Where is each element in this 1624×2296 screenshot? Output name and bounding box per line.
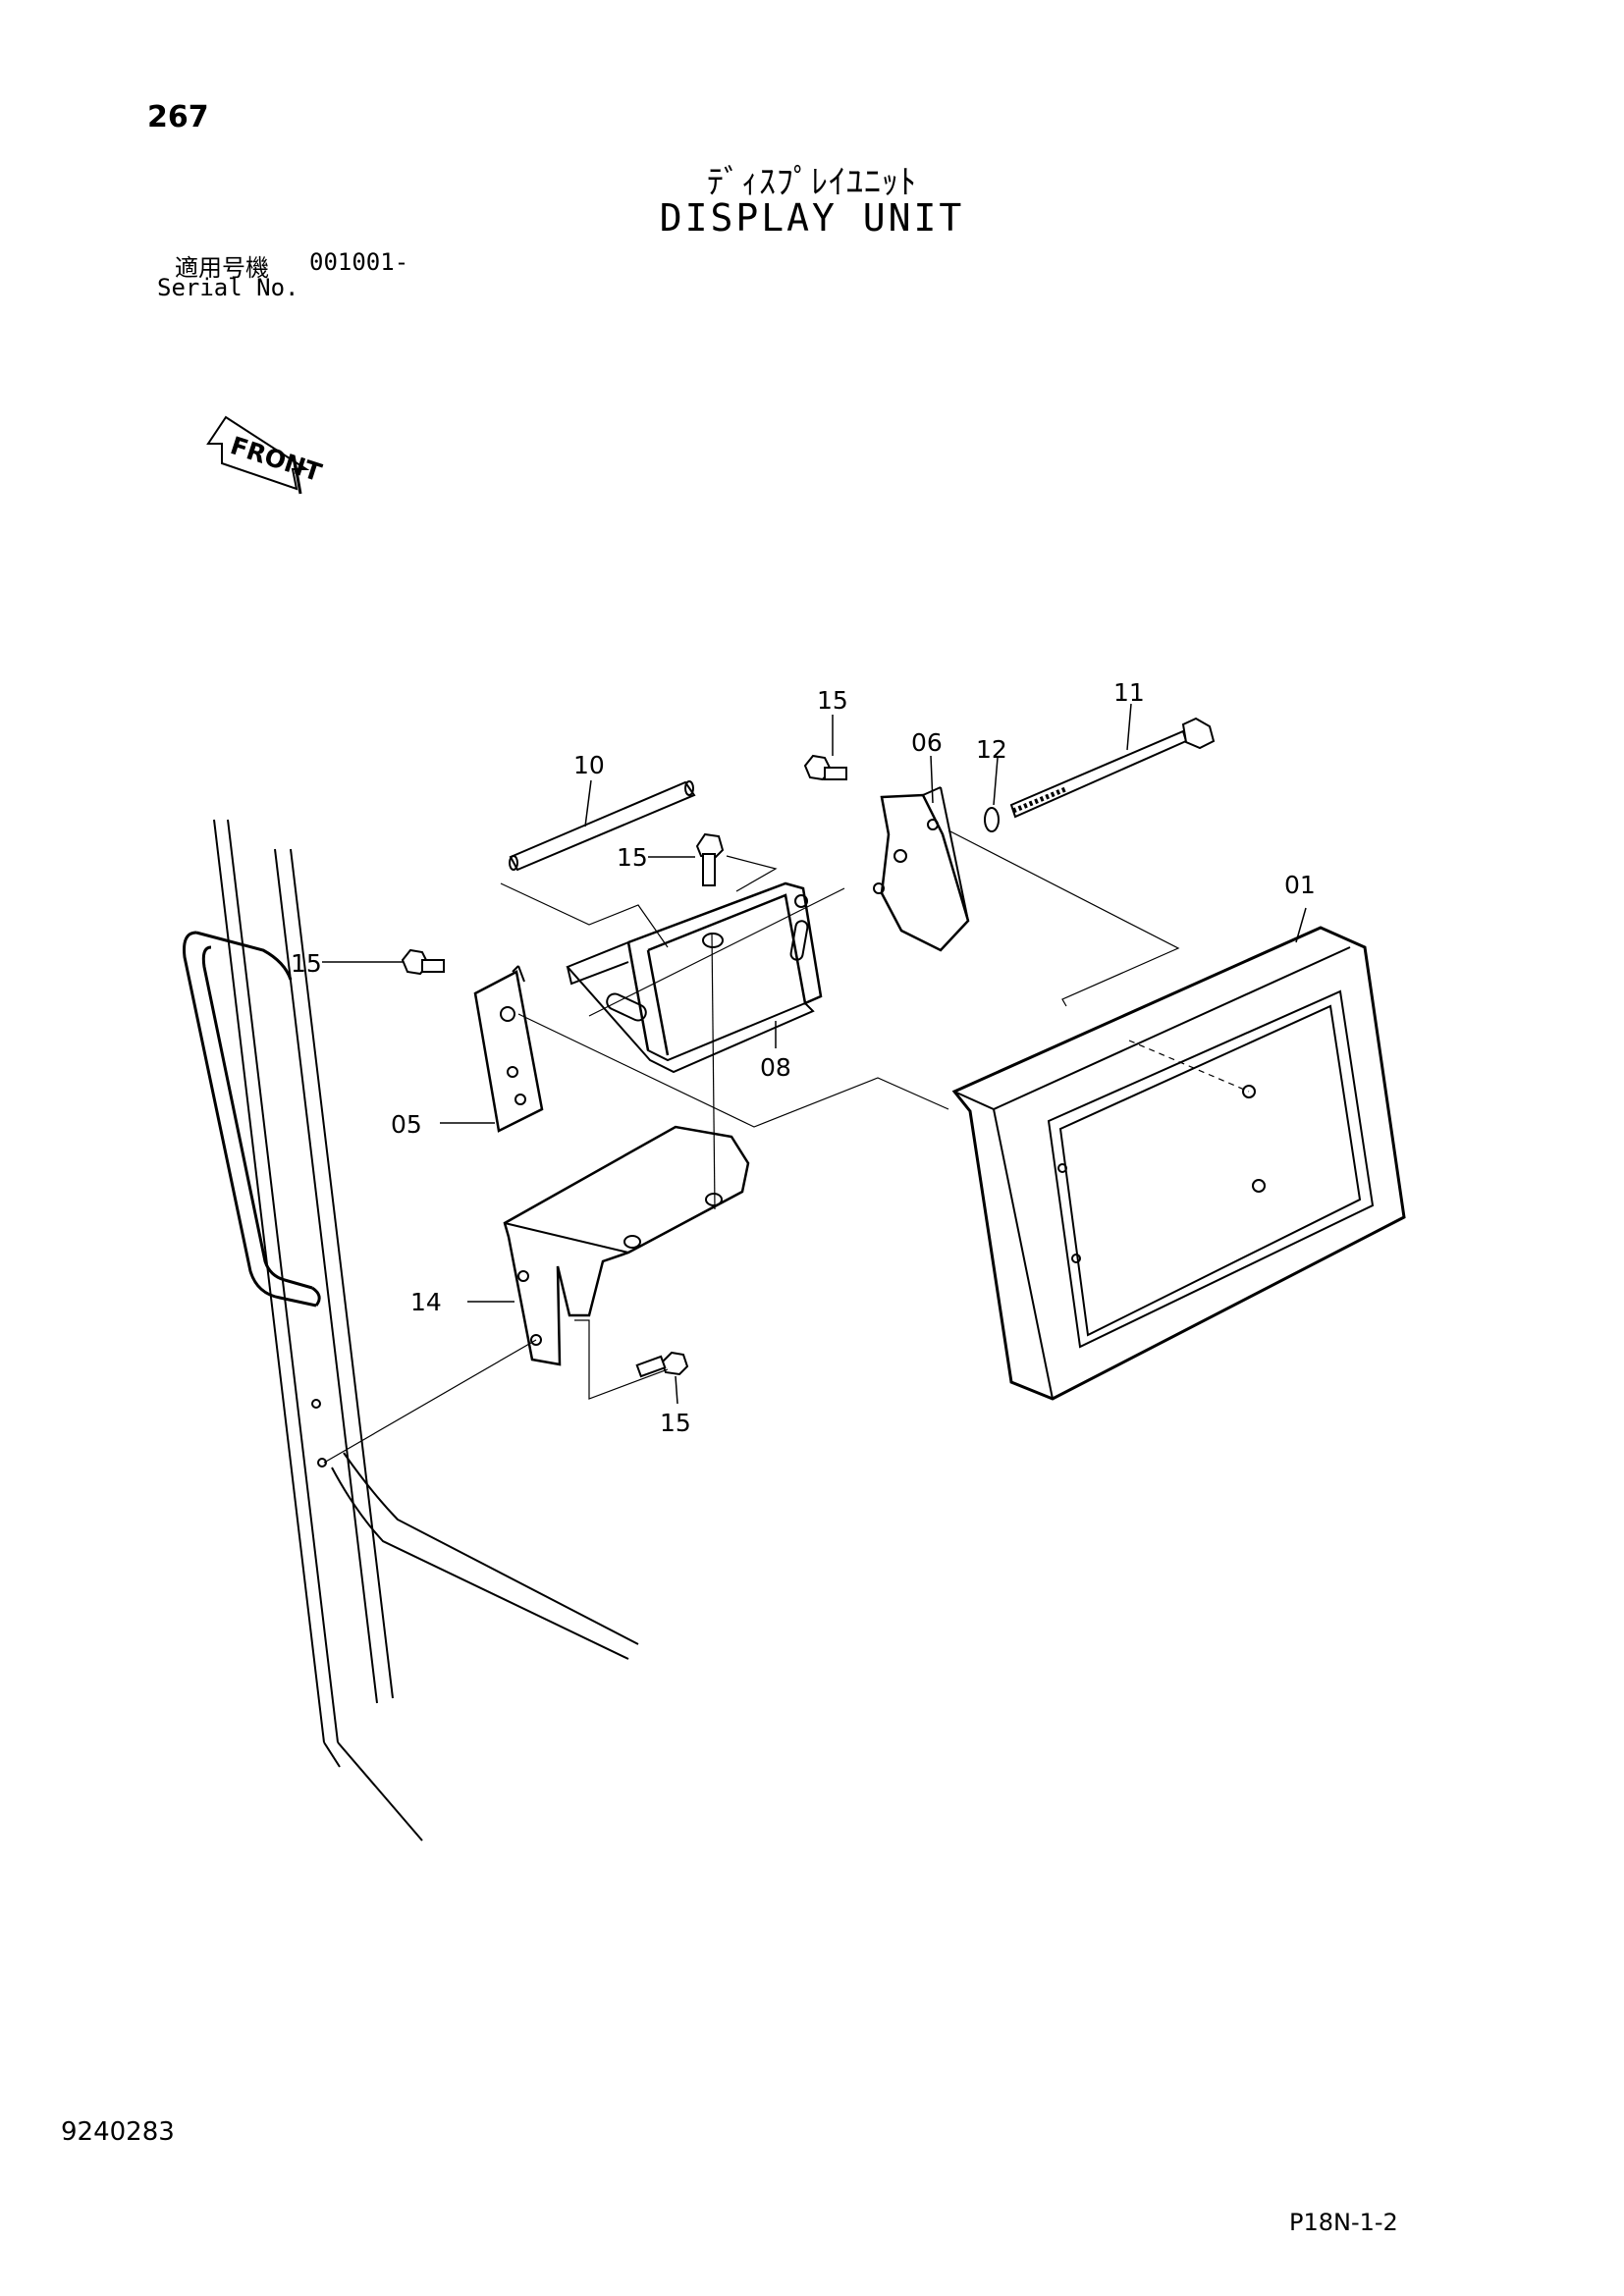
- callout-05: 05: [391, 1110, 422, 1139]
- pin-part-10: [509, 780, 696, 872]
- callout-15-b: 15: [617, 843, 648, 872]
- callout-14: 14: [410, 1288, 442, 1316]
- screw-part-15-c: [803, 754, 847, 781]
- front-arrow-icon: FRONT: [206, 415, 325, 495]
- document-number: 9240283: [61, 2117, 175, 2147]
- display-unit-part-01: [951, 926, 1406, 1401]
- page-number: 267: [147, 100, 209, 134]
- title-japanese: ﾃﾞｨｽﾌﾟﾚｲﾕﾆｯﾄ: [707, 163, 917, 202]
- callout-15-a: 15: [291, 949, 322, 978]
- assembly-guide-lines: [323, 829, 1250, 1464]
- callout-06: 06: [911, 728, 943, 757]
- bolt-part-11: [1009, 717, 1216, 819]
- serial-label-japanese: 適用号機: [175, 254, 269, 282]
- callout-11: 11: [1113, 678, 1145, 707]
- serial-value: 001001-: [309, 248, 409, 276]
- callout-15-c: 15: [817, 686, 848, 715]
- cab-pillar: [213, 819, 639, 1842]
- callout-10: 10: [573, 751, 605, 779]
- callout-12: 12: [976, 735, 1007, 764]
- bracket-part-08: [566, 881, 823, 1074]
- bracket-part-14: [503, 1125, 750, 1366]
- bracket-part-06: [873, 786, 970, 952]
- serial-label-english: Serial No.: [157, 274, 299, 301]
- screw-part-15-a: [401, 948, 445, 976]
- callout-08: 08: [760, 1053, 791, 1082]
- bracket-part-05: [473, 965, 544, 1133]
- handrail: [183, 931, 321, 1308]
- washer-part-12: [984, 807, 1000, 832]
- callout-leaders: [322, 703, 1307, 1405]
- screw-part-15-d: [635, 1351, 689, 1378]
- title-english: DISPLAY UNIT: [659, 196, 965, 240]
- callout-15-d: 15: [660, 1409, 691, 1437]
- screw-part-15-b: [695, 832, 725, 886]
- plate-code: P18N-1-2: [1289, 2209, 1398, 2236]
- callout-01: 01: [1284, 871, 1316, 899]
